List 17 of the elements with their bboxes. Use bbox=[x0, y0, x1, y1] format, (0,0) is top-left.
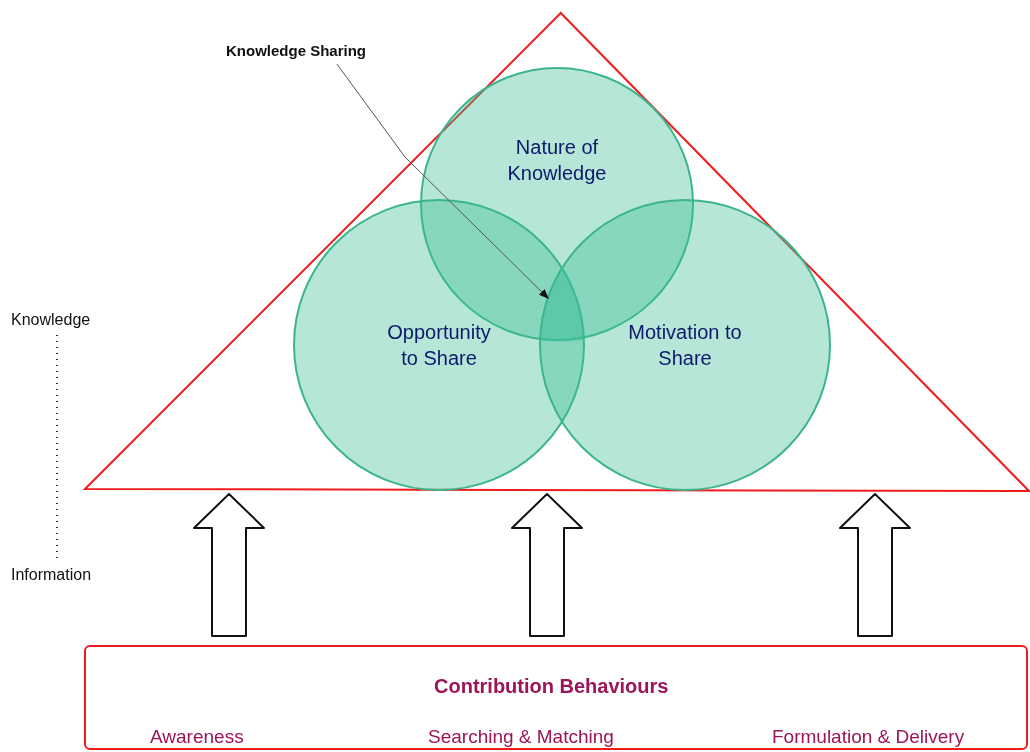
circle-label: Motivation to Share bbox=[627, 320, 743, 371]
behaviour-label: Awareness bbox=[150, 726, 244, 748]
block-arrow bbox=[511, 493, 583, 637]
overlap-region bbox=[539, 266, 585, 342]
behaviour-label: Formulation & Delivery bbox=[772, 726, 965, 748]
contribution-panel bbox=[84, 645, 1028, 750]
leader-line bbox=[336, 63, 549, 299]
circle-label: Opportunity to Share bbox=[386, 320, 492, 371]
behaviour-label: Searching & Matching bbox=[428, 726, 614, 748]
block-arrow bbox=[193, 493, 265, 637]
callout-label: Knowledge Sharing bbox=[226, 42, 380, 62]
scale-label: Knowledge bbox=[11, 311, 103, 331]
venn-circle bbox=[539, 199, 831, 491]
panel-heading: Contribution Behaviours bbox=[434, 675, 669, 698]
circle-label: Nature of Knowledge bbox=[506, 135, 608, 186]
scale-label: Information bbox=[11, 566, 105, 586]
block-arrow bbox=[839, 493, 911, 637]
